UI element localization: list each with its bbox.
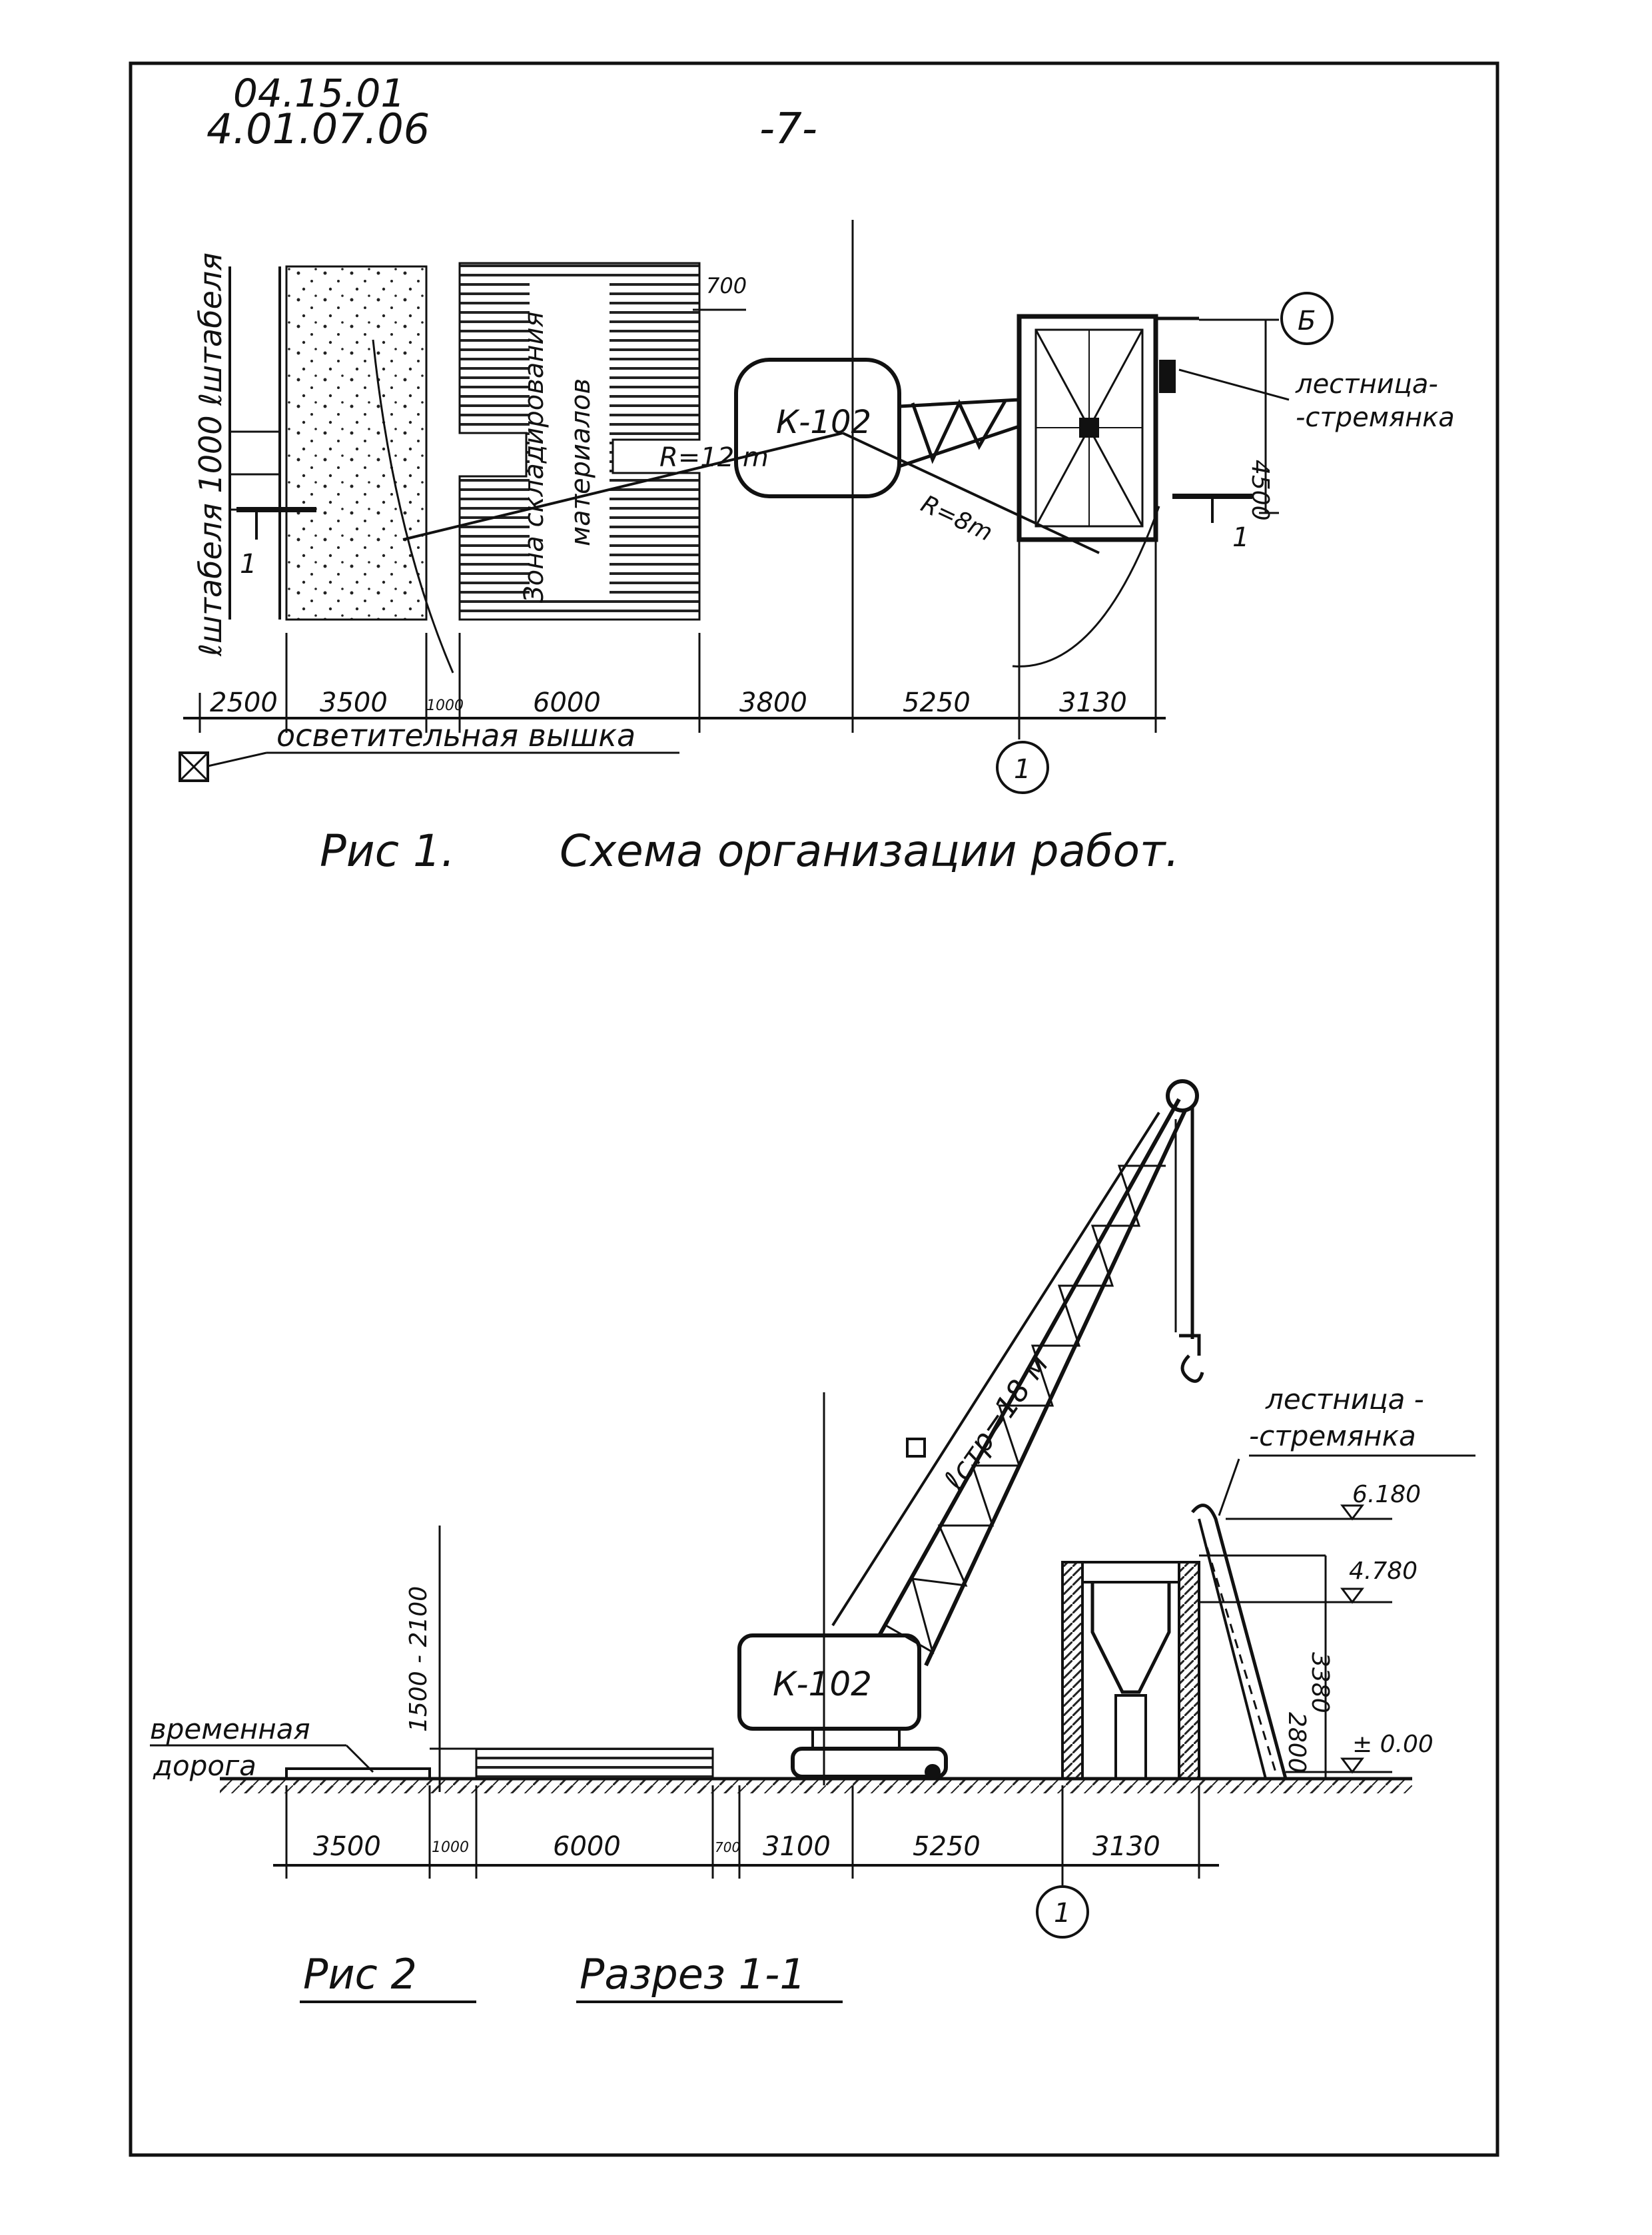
fig1-plan: ℓштабеля 1000 ℓштабеля 1 Зона складирова… (179, 220, 1455, 877)
fig1-light-tower-label: осветительная вышка (276, 717, 635, 753)
fig2-road-line1: временная (150, 1713, 310, 1745)
fig1-dim-5250: 5250 (903, 687, 971, 718)
fig1-dim-2500: 2500 (210, 687, 278, 718)
fig1-caption-title: Схема организации работ. (560, 825, 1179, 877)
fig2-elev-top: 6.180 (1352, 1481, 1421, 1508)
fig1-section-mark-left: 1 (240, 549, 256, 580)
fig2-ladder (1191, 1504, 1288, 1779)
fig1-ladder-line2: -стремянка (1296, 402, 1455, 433)
fig1-axis-b-bubble (1280, 292, 1334, 345)
fig2-materials-stack (475, 1747, 714, 1780)
fig2-caption-title: Разрез 1-1 (580, 1950, 806, 1999)
fig1-dim-3500: 3500 (320, 687, 388, 718)
fig1-storage-zone-line1: Зона складирования (519, 311, 550, 603)
fig2-ground (220, 1779, 1412, 1793)
fig1-axis-1: 1 (1014, 754, 1031, 785)
fig2-dim-3500: 3500 (313, 1831, 381, 1862)
sheet-frame (129, 61, 1499, 2157)
fig2-dim-3130: 3130 (1092, 1831, 1160, 1862)
fig2-dim-1000: 1000 (432, 1839, 469, 1856)
fig1-ladder-line1: лестница- (1295, 369, 1438, 400)
fig2-stack-height: 1500 - 2100 (405, 1586, 432, 1732)
fig1-left-vertical-label: ℓштабеля 1000 ℓштабеля (193, 252, 228, 657)
fig1-light-tower-icon (179, 751, 209, 782)
fig1-dim-4500: 4500 (1246, 460, 1274, 521)
fig2-dim-700: 700 (715, 1839, 740, 1855)
fig2-axis-1: 1 (1054, 1898, 1070, 1929)
fig1-gravel-stack (285, 265, 428, 621)
fig1-radius-12: R=12 m (659, 442, 769, 473)
fig2-axis-1-bubble (1036, 1885, 1089, 1939)
page-number: -7- (759, 105, 817, 154)
fig1-dim-6000: 6000 (533, 687, 601, 718)
fig2-dim-3380: 3380 (1306, 1652, 1334, 1713)
fig1-crane-label: К-102 (776, 404, 871, 441)
fig1-storage-zone-line2: материалов (566, 378, 596, 546)
fig2-road-line2: дорога (153, 1749, 256, 1782)
fig1-crane-body (734, 358, 901, 498)
fig1-axis-1-bubble (996, 741, 1049, 794)
fig1-dim-700: 700 (706, 273, 747, 298)
fig2-ladder-line1: лестница - (1265, 1383, 1424, 1416)
fig1-axis-b: Б (1298, 306, 1316, 336)
fig2-dim-3100: 3100 (763, 1831, 831, 1862)
fig1-dim-1000: 1000 (426, 697, 464, 714)
fig2-crane-label: К-102 (773, 1665, 872, 1703)
fig2-elev-mid: 4.780 (1349, 1558, 1418, 1585)
fig2-caption-number: Рис 2 (303, 1950, 417, 1999)
doc-code-line1: 04.15.01 (233, 71, 405, 116)
fig1-dim-3130: 3130 (1059, 687, 1127, 718)
fig1-caption-number: Рис 1. (320, 825, 455, 877)
fig1-dim-3800: 3800 (739, 687, 807, 718)
fig2-bunker (1061, 1561, 1200, 1780)
fig1-section-mark-right: 1 (1232, 522, 1249, 553)
fig2-crane: К-102 ℓстр=18 м (737, 1079, 1204, 1780)
fig2-ladder-line2: -стремянка (1249, 1420, 1416, 1452)
fig2-dim-5250: 5250 (913, 1831, 981, 1862)
fig2-dim-6000: 6000 (553, 1831, 621, 1862)
fig2-section: временная дорога 1500 - 2100 К-102 ℓстр=… (150, 1079, 1475, 2003)
fig1-bunker (1017, 314, 1199, 542)
fig2-elev-zero: ± 0.00 (1352, 1731, 1434, 1758)
doc-code-line2: 4.01.07.06 (206, 105, 430, 153)
fig2-dim-2800: 2800 (1283, 1712, 1310, 1773)
